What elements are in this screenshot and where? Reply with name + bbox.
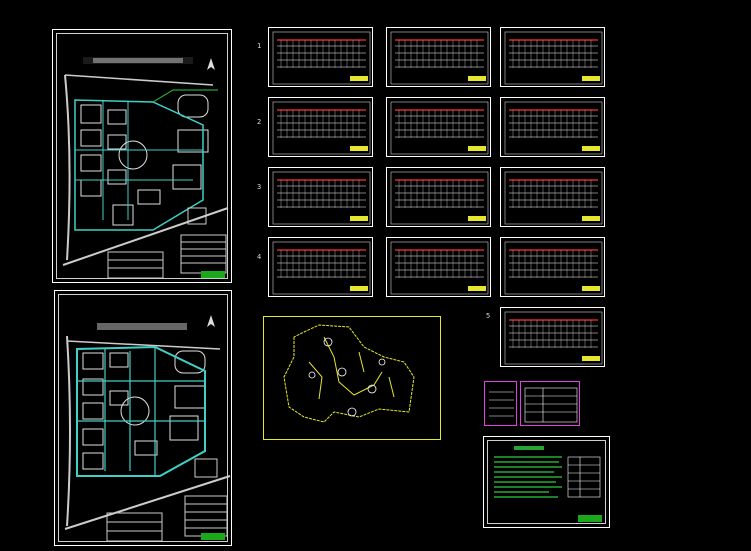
table-sheet-r1-c1[interactable] bbox=[268, 27, 373, 87]
table-sheet-r4-c1-table bbox=[272, 241, 371, 295]
table-sheet-r4-c2[interactable] bbox=[386, 237, 491, 297]
table-sheet-r5-c3[interactable] bbox=[500, 307, 605, 367]
notes-sheet[interactable] bbox=[483, 436, 610, 528]
table-sheet-r1-c3-table bbox=[504, 31, 603, 85]
table-sheet-r4-c3-table bbox=[504, 241, 603, 295]
site-plan-bottom-drawing bbox=[64, 315, 231, 542]
title-stamp bbox=[578, 515, 602, 522]
row-label-1: 1 bbox=[257, 42, 262, 50]
north-arrow-icon bbox=[207, 315, 215, 327]
title-stamp bbox=[201, 533, 225, 540]
table-sheet-r2-c1[interactable] bbox=[268, 97, 373, 157]
pipe-network-sheet[interactable] bbox=[263, 316, 441, 440]
row-label-5: 5 bbox=[486, 312, 491, 320]
table-sheet-r1-c1-table bbox=[272, 31, 371, 85]
site-plan-sheet-bottom[interactable] bbox=[54, 290, 232, 546]
table-sheet-r3-c2-table bbox=[390, 171, 489, 225]
table-sheet-r3-c3[interactable] bbox=[500, 167, 605, 227]
legend-sheet-right-lines bbox=[524, 387, 578, 423]
table-sheet-r2-c3-table bbox=[504, 101, 603, 155]
table-sheet-r2-c3[interactable] bbox=[500, 97, 605, 157]
legend-sheet-left[interactable] bbox=[484, 381, 517, 426]
table-sheet-r2-c1-table bbox=[272, 101, 371, 155]
legend-sheet-right[interactable] bbox=[520, 381, 580, 426]
pipe-network-drawing bbox=[283, 324, 415, 423]
row-label-3: 3 bbox=[257, 183, 262, 191]
table-sheet-r3-c1[interactable] bbox=[268, 167, 373, 227]
table-sheet-r4-c1[interactable] bbox=[268, 237, 373, 297]
table-sheet-r1-c2[interactable] bbox=[386, 27, 491, 87]
table-sheet-r4-c3[interactable] bbox=[500, 237, 605, 297]
notes-sheet-frame bbox=[487, 440, 606, 524]
table-sheet-r1-c2-table bbox=[390, 31, 489, 85]
legend-sheet-left-lines bbox=[489, 391, 514, 417]
table-sheet-r4-c2-table bbox=[390, 241, 489, 295]
title-stamp bbox=[201, 271, 225, 278]
table-sheet-r3-c3-table bbox=[504, 171, 603, 225]
table-sheet-r5-c3-table bbox=[504, 311, 603, 365]
site-plan-sheet-top[interactable] bbox=[52, 29, 232, 283]
site-plan-top-drawing bbox=[62, 57, 229, 279]
north-arrow-icon bbox=[207, 58, 215, 70]
table-sheet-r2-c2[interactable] bbox=[386, 97, 491, 157]
table-sheet-r1-c3[interactable] bbox=[500, 27, 605, 87]
row-label-4: 4 bbox=[257, 253, 262, 261]
row-label-2: 2 bbox=[257, 118, 262, 126]
table-sheet-r2-c2-table bbox=[390, 101, 489, 155]
table-sheet-r3-c2[interactable] bbox=[386, 167, 491, 227]
notes-sheet-drawing bbox=[494, 446, 601, 498]
table-sheet-r3-c1-table bbox=[272, 171, 371, 225]
